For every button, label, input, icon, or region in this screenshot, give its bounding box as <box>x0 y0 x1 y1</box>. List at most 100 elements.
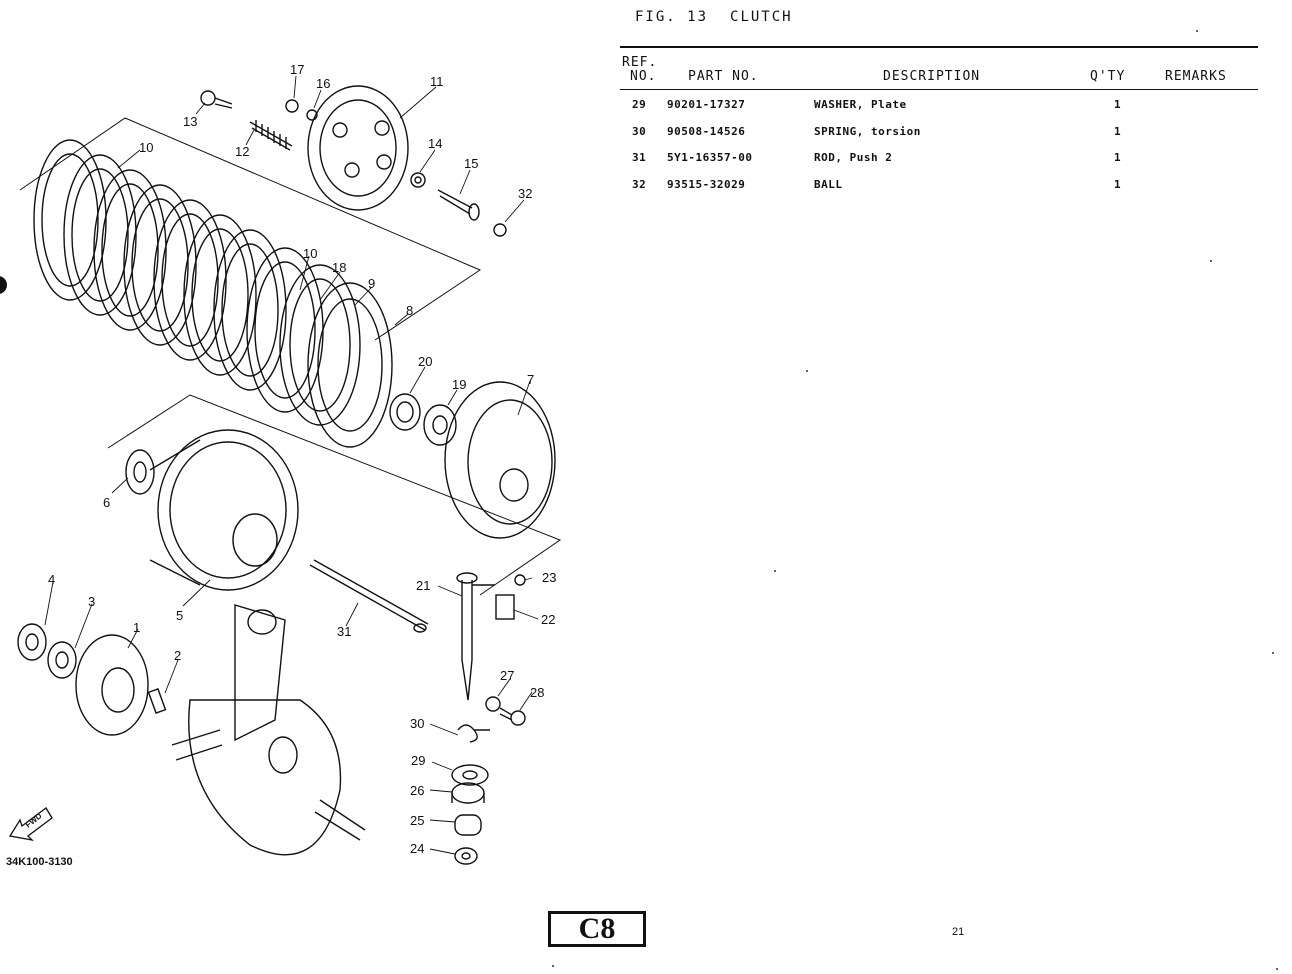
callout-29: 29 <box>411 753 425 768</box>
callout-18: 18 <box>332 260 346 275</box>
callout-14: 14 <box>428 136 442 151</box>
header-part-no: PART NO. <box>688 69 759 84</box>
callout-30: 30 <box>410 716 424 731</box>
callout-26: 26 <box>410 783 424 798</box>
friction-plate-8 <box>307 282 393 448</box>
primary-drive-gear-1 <box>75 634 149 736</box>
callout-5: 5 <box>176 608 183 623</box>
figure-name: CLUTCH <box>730 9 793 25</box>
bearing-20 <box>389 393 421 431</box>
plate-washer-29 <box>451 764 489 786</box>
callout-labels: 17 16 11 13 12 14 15 32 10 10 18 9 8 20 … <box>48 62 556 856</box>
cell-description: WASHER, Plate <box>814 98 907 111</box>
thrust-plate-6 <box>125 449 155 495</box>
table-top-rule <box>620 46 1258 48</box>
scan-speck <box>1196 30 1198 32</box>
callout-12: 12 <box>235 144 249 159</box>
cell-ref: 30 <box>632 125 647 138</box>
callout-19: 19 <box>452 377 466 392</box>
scan-speck <box>1210 260 1212 262</box>
page-edge-mark <box>0 276 7 294</box>
bearing-25 <box>454 814 482 836</box>
callout-28: 28 <box>530 685 544 700</box>
cell-qty: 1 <box>1114 151 1122 164</box>
callout-6: 6 <box>103 495 110 510</box>
drawing-code: 34K100-3130 <box>6 856 73 868</box>
callout-17: 17 <box>290 62 304 77</box>
callout-8: 8 <box>406 303 413 318</box>
screw-23 <box>514 574 526 586</box>
friction-plate-9 <box>279 264 361 426</box>
callout-23: 23 <box>542 570 556 585</box>
callout-11: 11 <box>430 74 444 89</box>
bearing-26 <box>451 782 485 804</box>
callout-1: 1 <box>133 620 140 635</box>
clutch-boss-7 <box>444 381 556 539</box>
cell-ref: 32 <box>632 178 647 191</box>
callout-25: 25 <box>410 813 424 828</box>
bolt-13 <box>200 90 233 109</box>
scan-speck <box>1272 652 1274 654</box>
assembly-boundary-lower <box>107 394 562 596</box>
cell-ref: 29 <box>632 98 647 111</box>
nut-17 <box>285 99 299 113</box>
table-row: 31 5Y1-16357-00 ROD, Push 2 1 <box>620 151 1260 171</box>
ball-32 <box>493 223 507 237</box>
header-ref-bottom: NO. <box>630 69 657 84</box>
header-ref-top: REF. <box>622 55 658 70</box>
callout-21: 21 <box>416 578 430 593</box>
callout-10a: 10 <box>139 140 153 155</box>
nut-14 <box>410 172 426 188</box>
washer-27 <box>485 696 501 712</box>
callout-13: 13 <box>183 114 197 129</box>
header-remarks: REMARKS <box>1165 69 1227 84</box>
key-2 <box>147 688 167 714</box>
figure-number: FIG. 13 <box>635 9 709 25</box>
nut-4 <box>17 623 47 661</box>
cell-description: ROD, Push 2 <box>814 151 893 164</box>
cell-qty: 1 <box>1114 125 1122 138</box>
pressure-plate-11 <box>307 85 409 211</box>
scan-speck <box>552 965 554 967</box>
washer-16 <box>306 109 318 121</box>
bracket-22 <box>495 594 515 620</box>
scan-speck <box>806 370 808 372</box>
callout-24: 24 <box>410 841 424 856</box>
scan-speck <box>774 570 776 572</box>
callout-2: 2 <box>174 648 181 663</box>
callout-4: 4 <box>48 572 55 587</box>
cell-qty: 1 <box>1114 98 1122 111</box>
cell-ref: 31 <box>632 151 647 164</box>
clutch-spring-12 <box>249 120 293 151</box>
header-description: DESCRIPTION <box>883 69 981 84</box>
table-header-rule <box>620 89 1258 90</box>
callout-3: 3 <box>88 594 95 609</box>
cell-qty: 1 <box>1114 178 1122 191</box>
cell-description: SPRING, torsion <box>814 125 921 138</box>
page-number: 21 <box>952 926 965 938</box>
header-qty: Q'TY <box>1090 69 1126 84</box>
clutch-housing-5 <box>149 429 299 591</box>
fwd-arrow-icon <box>8 807 53 842</box>
bolt-28 <box>499 707 526 726</box>
cell-part-no: 5Y1-16357-00 <box>667 151 753 164</box>
torsion-spring-30 <box>457 724 490 743</box>
crankshaft <box>171 604 366 856</box>
callout-leaders <box>44 75 539 855</box>
oil-seal-24 <box>454 847 478 865</box>
figure-title: FIG. 13 CLUTCH <box>635 9 815 25</box>
callout-20: 20 <box>418 354 432 369</box>
callout-9: 9 <box>368 276 375 291</box>
callout-31: 31 <box>337 624 351 639</box>
scan-speck <box>1276 968 1278 970</box>
cell-part-no: 90508-14526 <box>667 125 746 138</box>
callout-7: 7 <box>527 372 534 387</box>
clutch-plate-stack <box>33 139 324 413</box>
callout-32: 32 <box>518 186 532 201</box>
push-rod-31 <box>309 559 429 633</box>
callout-10b: 10 <box>303 246 317 261</box>
push-lever-21 <box>456 572 495 701</box>
callout-15: 15 <box>464 156 478 171</box>
cell-description: BALL <box>814 178 843 191</box>
washer-19 <box>423 404 457 446</box>
